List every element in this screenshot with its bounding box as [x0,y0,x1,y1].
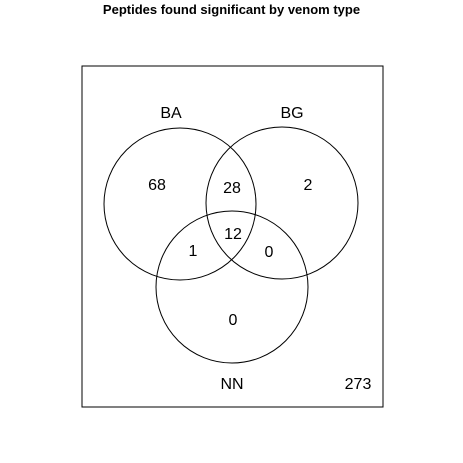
region-ba-only: 68 [148,177,166,194]
region-bg-only: 2 [304,177,313,194]
region-bg-nn: 0 [265,244,274,261]
set-label-ba: BA [160,105,182,122]
region-outside: 273 [345,376,372,393]
set-circle-ba [103,127,257,281]
page-title: Peptides found significant by venom type [102,2,361,17]
region-ba-bg: 28 [223,180,241,197]
set-circle-nn [155,210,309,364]
region-nn-only: 0 [229,312,238,329]
set-label-bg: BG [280,105,303,122]
set-label-nn: NN [220,376,243,393]
region-ba-bg-nn: 12 [224,226,242,243]
universe-box [81,65,384,408]
set-circle-bg [205,126,359,280]
region-ba-nn: 1 [189,243,198,260]
